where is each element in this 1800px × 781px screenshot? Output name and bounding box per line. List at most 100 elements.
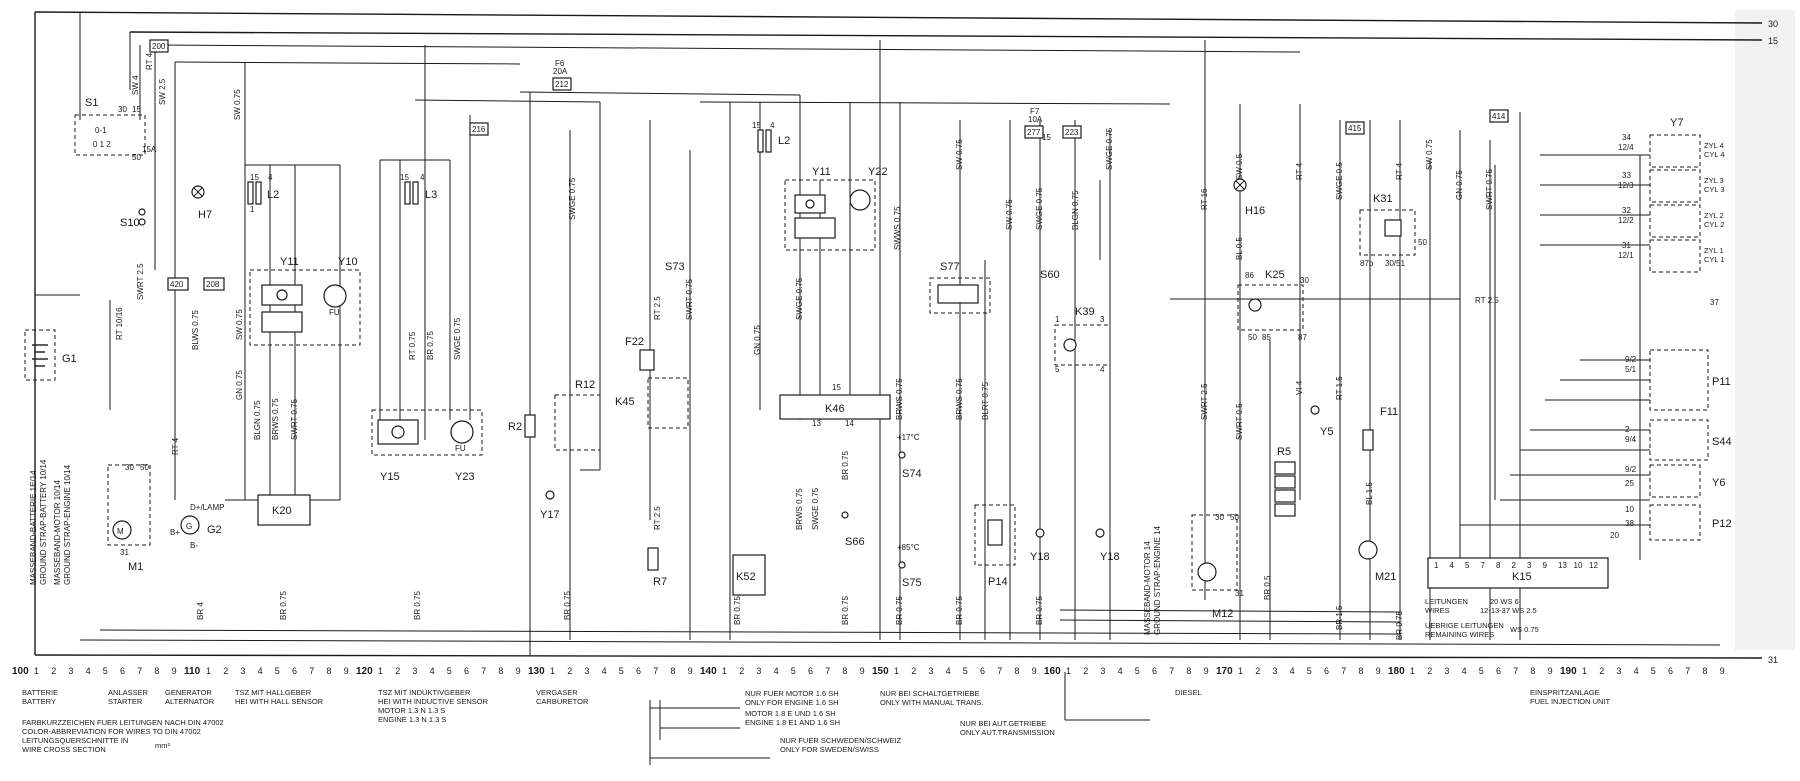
injectors-Y7: Y7 34 12/4 33 12/3 32 12/2 31 12/1 ZYL 4… — [1618, 117, 1725, 273]
svg-text:UEBRIGE LEITUNGEN: UEBRIGE LEITUNGEN — [1425, 621, 1504, 630]
wire-label: SWWS 0.75 — [893, 206, 902, 250]
pump-M21: M21 — [1358, 540, 1396, 583]
scale-minor: 7 — [1685, 666, 1690, 676]
sensor-P12: P12 10 38 20 — [1610, 504, 1732, 541]
scale-minor: 1 — [34, 666, 39, 676]
wire-label: SWGE 0.75 — [1035, 187, 1044, 230]
valve-Y18-a: Y18 — [1030, 528, 1050, 563]
svg-text:CYL 3: CYL 3 — [1704, 185, 1725, 194]
svg-text:S60: S60 — [1040, 269, 1060, 281]
scale-major: 130 — [528, 666, 545, 677]
scale-minor: 4 — [1462, 666, 1467, 676]
rail-31-label: 31 — [1768, 655, 1778, 665]
k15-pin: 3 — [1527, 561, 1532, 570]
wire-label: BR 0.75 — [563, 591, 572, 620]
wire-label: SW 0.75 — [1425, 139, 1434, 170]
svg-text:R7: R7 — [653, 576, 667, 588]
scale-minor: 8 — [842, 666, 847, 676]
scale-minor: 3 — [928, 666, 933, 676]
scale-minor: 6 — [636, 666, 641, 676]
svg-text:GROUND STRAP-BATTERY 10/14: GROUND STRAP-BATTERY 10/14 — [39, 459, 48, 585]
module-K46: K46 15 13 14 — [779, 383, 891, 428]
wire-label: BR 0.75 — [955, 596, 964, 625]
wire-label: SWRT 2.5 — [1200, 383, 1209, 420]
svg-text:15: 15 — [752, 121, 761, 130]
scale-minor: 9 — [1548, 666, 1553, 676]
scale-minor: 5 — [1479, 666, 1484, 676]
k15-pin: 9 — [1543, 561, 1548, 570]
svg-text:30/51: 30/51 — [1385, 259, 1406, 268]
svg-text:1: 1 — [1055, 315, 1060, 324]
wire-label: SWGE 0.75 — [453, 317, 462, 360]
wire-label: BR 0.75 — [279, 591, 288, 620]
svg-text:12/3: 12/3 — [1618, 181, 1634, 190]
svg-text:CARBURETOR: CARBURETOR — [536, 697, 589, 706]
svg-text:10A: 10A — [1028, 115, 1043, 124]
wire-label: SWRT 0.5 — [1235, 403, 1244, 440]
S1-label: S1 — [85, 97, 98, 109]
wire-label: SWRT 0.75 — [1485, 168, 1494, 210]
scale-minor: 2 — [739, 666, 744, 676]
scale-minor: 8 — [1530, 666, 1535, 676]
svg-text:4: 4 — [420, 173, 425, 182]
scale-minor: 3 — [584, 666, 589, 676]
G2-label: G2 — [207, 524, 222, 536]
svg-text:HEI WITH HALL SENSOR: HEI WITH HALL SENSOR — [235, 697, 324, 706]
svg-text:1: 1 — [250, 205, 255, 214]
svg-text:CYL 2: CYL 2 — [1704, 220, 1725, 229]
svg-text:K39: K39 — [1075, 306, 1095, 318]
scale-minor: 4 — [1634, 666, 1639, 676]
svg-text:WIRES: WIRES — [1425, 606, 1450, 615]
wire-label: SW 0.75 — [235, 309, 244, 340]
svg-text:S73: S73 — [665, 261, 685, 273]
scale-minor: 3 — [412, 666, 417, 676]
ignition-switch-S1: S1 0-1 0 1 2 30 15 50 15A — [74, 97, 157, 162]
scale-major: 160 — [1044, 666, 1061, 677]
svg-text:10: 10 — [1625, 505, 1634, 514]
scale-minor: 6 — [1324, 666, 1329, 676]
rail-30: 30 — [34, 11, 1778, 29]
wire-label: SWGE 0.75 — [1105, 127, 1114, 170]
svg-text:15: 15 — [832, 383, 841, 392]
svg-text:P14: P14 — [988, 576, 1008, 588]
relay-K25: K25 — [1237, 269, 1304, 331]
rail-31: 31 — [34, 654, 1778, 665]
wire-label: SWRT 0.75 — [290, 398, 299, 440]
scale-minor: 2 — [223, 666, 228, 676]
wire-label: BR 0.75 — [426, 331, 435, 360]
svg-text:TSZ MIT INDUKTIVGEBER: TSZ MIT INDUKTIVGEBER — [378, 688, 471, 697]
svg-text:4: 4 — [268, 173, 273, 182]
svg-text:BATTERIE: BATTERIE — [22, 688, 58, 697]
scale-major: 120 — [356, 666, 373, 677]
svg-text:HEI WITH INDUCTIVE SENSOR: HEI WITH INDUCTIVE SENSOR — [378, 697, 489, 706]
svg-text:Y18: Y18 — [1100, 551, 1120, 563]
k15-pin: 10 — [1574, 561, 1583, 570]
svg-text:50: 50 — [1230, 513, 1239, 522]
scale-minor: 4 — [258, 666, 263, 676]
ref-box-414: 414 — [1489, 109, 1509, 123]
scale-minor: 2 — [911, 666, 916, 676]
battery-G1: G1 — [24, 329, 77, 381]
svg-text:30: 30 — [1300, 276, 1309, 285]
switch-S66: S66 — [841, 511, 865, 548]
ground-strap-note-mid: MASSEBAND-MOTOR 14 GROUND STRAP-ENGINE 1… — [1143, 526, 1162, 635]
scale-minor: 2 — [51, 666, 56, 676]
svg-text:212: 212 — [555, 80, 569, 89]
scale-minor: 7 — [997, 666, 1002, 676]
scale-major: 150 — [872, 666, 889, 677]
scale-minor: 7 — [1169, 666, 1174, 676]
svg-text:Y22: Y22 — [868, 166, 888, 178]
auto-trans-wires — [959, 120, 1111, 640]
hei-inductive-section — [379, 45, 471, 440]
svg-text:NUR BEI AUT.GETRIEBE: NUR BEI AUT.GETRIEBE — [960, 719, 1046, 728]
wire-label: BLGN 0.75 — [253, 400, 262, 440]
svg-text:L3: L3 — [425, 189, 437, 201]
hei-hall-section — [225, 62, 341, 501]
svg-text:33: 33 — [1622, 171, 1631, 180]
scale-minor: 3 — [1272, 666, 1277, 676]
svg-text:15: 15 — [1042, 133, 1051, 142]
svg-text:30: 30 — [125, 463, 134, 472]
k15-pin: 13 — [1558, 561, 1567, 570]
scale-minor: 4 — [86, 666, 91, 676]
relay-S10: S10 — [120, 208, 146, 229]
